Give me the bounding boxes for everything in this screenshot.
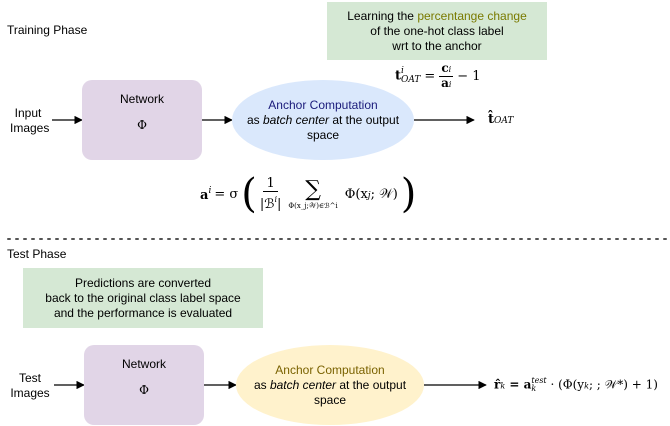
target-rhs: − 1 <box>457 68 481 84</box>
note-highlight: percentange change <box>417 8 527 23</box>
test-input-line2: Images <box>10 386 50 400</box>
anchor-sum-symbol: ∑ <box>305 177 321 202</box>
note-line1-prefix: Learning the <box>347 8 418 23</box>
test-output-rest: · (Φ(y <box>546 377 585 392</box>
target-lhs: t <box>395 68 402 84</box>
target-sub: OAT <box>401 75 421 85</box>
network-title: Network <box>119 92 164 106</box>
test-anchor-title: Anchor Computation <box>275 362 385 377</box>
target-sup: i <box>401 66 404 76</box>
training-note: Learning the percentange change of the o… <box>327 2 547 60</box>
anchor-emph: batch center <box>262 112 329 127</box>
test-output-y-sub: k <box>584 381 589 391</box>
test-note-line3: and the performance is evaluated <box>53 305 233 320</box>
test-anchor-emph: batch center <box>269 377 336 392</box>
target-num-sub: i <box>448 64 452 74</box>
anchor-formula-lhs: a <box>200 187 209 203</box>
input-label-line2: Images <box>10 121 50 135</box>
anchor-frac-den-close: | <box>277 197 282 212</box>
anchor-body-rest: ; 𝒲) <box>370 186 398 202</box>
target-den: a <box>441 75 449 90</box>
test-anchor-line2-prefix: as <box>253 377 270 392</box>
test-output-lhs-sub: k <box>500 381 506 391</box>
anchor-line2-prefix: as <box>246 112 263 127</box>
test-images-label: Test Images <box>10 371 50 401</box>
anchor-line2-suffix: at the output <box>329 112 400 127</box>
anchor-formula-sup: i <box>208 185 212 196</box>
test-anchor-line3: space <box>313 392 347 407</box>
note-line2: of the one-hot class label <box>370 23 504 38</box>
anchor-title: Anchor Computation <box>268 97 378 112</box>
anchor-line3: space <box>306 127 340 142</box>
test-output-lhs: r̂ <box>494 377 501 392</box>
note-line3: wrt to the anchor <box>392 38 482 53</box>
anchor-frac-den-sup: i <box>274 195 278 204</box>
test-anchor-line2-suffix: at the output <box>336 377 407 392</box>
target-den-sub: i <box>448 79 452 89</box>
network-phi-symbol: Φ <box>137 118 147 132</box>
anchor-body-sub: j <box>367 190 371 201</box>
test-phase-label: Test Phase <box>7 247 67 261</box>
test-network-phi-symbol: Φ <box>139 383 149 397</box>
anchor-frac-num: 1 <box>263 176 278 192</box>
test-output-a-sup: test <box>531 376 547 385</box>
anchor-formula-eq: = σ <box>214 186 239 202</box>
test-note: Predictions are converted back to the or… <box>23 268 263 328</box>
training-phase-label: Training Phase <box>7 23 88 37</box>
target-num: c <box>441 60 449 75</box>
training-network-box: Network Φ <box>82 80 202 160</box>
anchor-frac-den: |ℬ <box>259 197 275 212</box>
test-note-line1: Predictions are converted <box>74 275 212 290</box>
input-images-label: Input Images <box>10 106 50 136</box>
anchor-formula: ai = σ ( 1 |ℬi| ∑ Φ(x_j;𝒲)∈ℬ^i Φ(xj; 𝒲) … <box>200 171 417 217</box>
training-anchor-ellipse: Anchor Computation as batch center at th… <box>232 80 414 160</box>
anchor-body: Φ(x <box>344 186 368 202</box>
anchor-sum: ∑ Φ(x_j;𝒲)∈ℬ^i <box>288 177 338 211</box>
output-sub: OAT <box>494 116 514 126</box>
test-output-rest2: ; ; 𝒲*) + 1) <box>588 377 658 392</box>
anchor-formula-fraction: 1 |ℬi| <box>260 176 282 212</box>
anchor-sum-sub: Φ(x_j;𝒲)∈ℬ^i <box>288 202 338 210</box>
test-output-a-sub: k <box>531 384 537 393</box>
output-t-hat: t̂ <box>488 112 495 127</box>
training-output-formula: t̂OAT <box>488 112 513 127</box>
test-note-line2: back to the original class label space <box>45 290 241 305</box>
target-fraction: ci ai <box>439 60 454 91</box>
test-anchor-ellipse: Anchor Computation as batch center at th… <box>236 345 424 425</box>
input-label-line1: Input <box>14 106 42 120</box>
test-output-eq: = a <box>505 377 532 392</box>
test-input-line1: Test <box>18 371 41 385</box>
test-network-title: Network <box>121 357 166 371</box>
test-network-box: Network Φ <box>84 345 204 425</box>
